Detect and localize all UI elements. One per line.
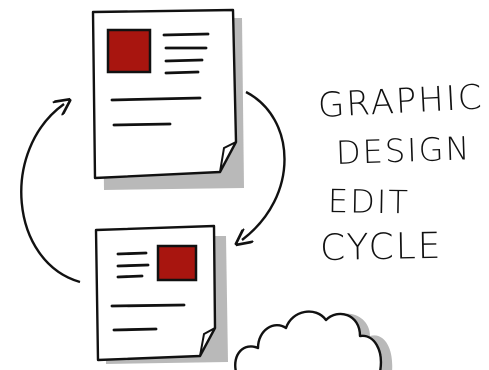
document-top-image (108, 30, 150, 72)
caption-line-design: DESIGN (335, 129, 472, 172)
document-top (93, 10, 244, 190)
arrow-left-up (21, 104, 80, 282)
document-bottom (96, 226, 228, 364)
arrow-right-down (242, 92, 285, 240)
caption-line-cycle: CYCLE (320, 226, 443, 269)
cloud-doodle (235, 312, 392, 370)
caption-line-edit: EDIT (328, 182, 410, 221)
document-bottom-image (158, 246, 196, 280)
